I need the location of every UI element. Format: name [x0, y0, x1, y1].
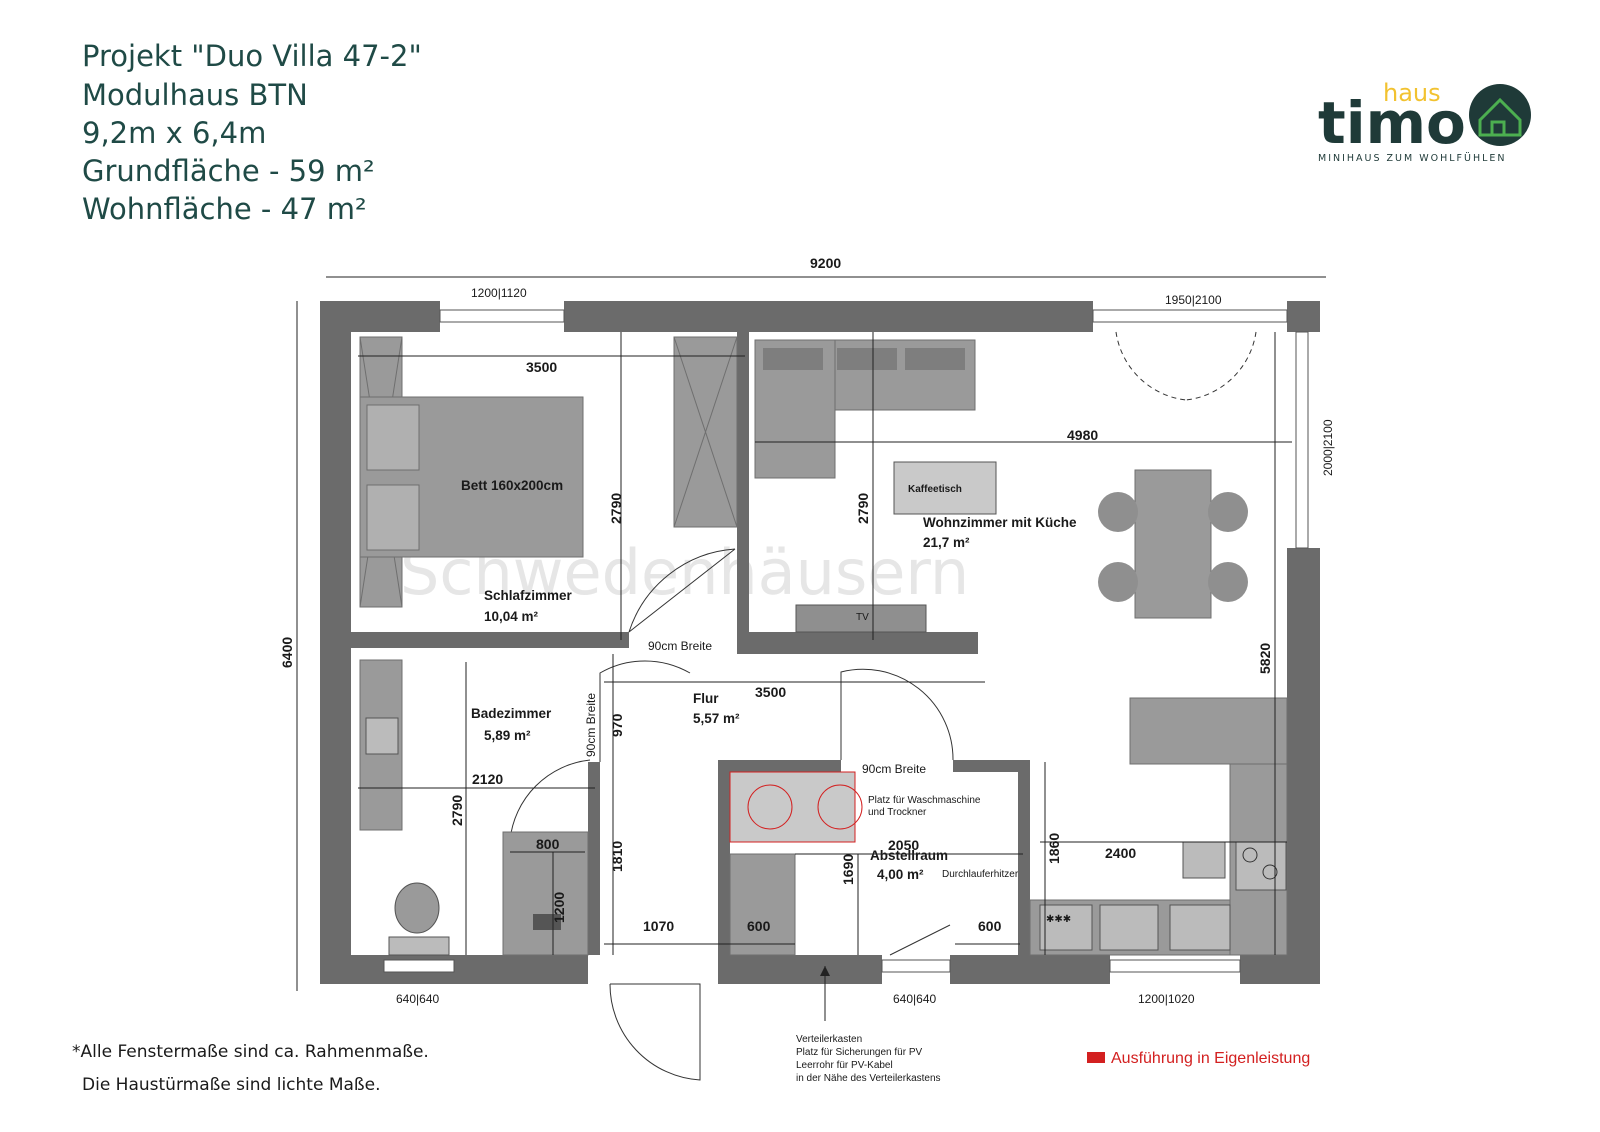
room-storage: Abstellraum — [870, 848, 948, 863]
room-storage-area: 4,00 m² — [877, 867, 924, 882]
dim-kitchen-width: 2400 — [1105, 845, 1136, 861]
dim-living-depth: 2790 — [855, 493, 871, 524]
toilet — [394, 882, 440, 934]
dim-kitchen-depth: 1860 — [1046, 833, 1062, 864]
washbasin — [365, 717, 399, 755]
distribution-line3: Leerrohr für PV-Kabel — [796, 1060, 893, 1071]
logo-tagline: MINIHAUS ZUM WOHLFÜHLEN — [1318, 153, 1507, 164]
dim-cabinet-width: 600 — [747, 918, 771, 934]
window-bedroom-label: 1200|1120 — [471, 286, 527, 300]
window-side-label: 2000|2100 — [1321, 419, 1335, 476]
project-size: 9,2m x 6,4m — [82, 116, 266, 150]
dim-storage-door: 600 — [978, 918, 1002, 934]
room-bedroom: Schlafzimmer — [484, 588, 573, 603]
dim-total-width: 9200 — [810, 255, 841, 271]
distribution-box: Verteilerkasten Platz für Sicherungen fü… — [796, 966, 941, 1084]
legend-swatch — [1087, 1052, 1105, 1063]
windows — [383, 309, 1309, 973]
logo-word-small: haus — [1383, 79, 1441, 107]
doors — [509, 331, 1257, 1081]
distribution-line2: Platz für Sicherungen für PV — [796, 1047, 923, 1058]
room-labels: Schlafzimmer 10,04 m² Wohnzimmer mit Küc… — [471, 515, 1077, 882]
dimension-lines — [296, 276, 1326, 991]
storage-shelf — [729, 853, 796, 956]
dim-living-width: 4980 — [1067, 427, 1098, 443]
room-living-area: 21,7 m² — [923, 535, 970, 550]
dim-shower-width: 800 — [536, 836, 560, 852]
coffee-table-label: Kaffeetisch — [908, 484, 962, 495]
dimension-labels: 9200 6400 3500 2790 4980 2790 5820 3500 … — [279, 255, 1273, 934]
dining-table — [1134, 469, 1212, 619]
bed-label: Bett 160x200cm — [461, 478, 563, 493]
window-labels: 1200|1120 1950|2100 2000|2100 640|640 64… — [396, 286, 1335, 1006]
coffee-table — [893, 461, 997, 515]
walls — [320, 301, 1320, 984]
boiler-label: Durchlauferhitzer — [942, 869, 1019, 880]
dim-bed-depth: 2790 — [608, 493, 624, 524]
shower-drain — [533, 914, 561, 930]
distribution-line4: in der Nähe des Verteilerkastens — [796, 1073, 941, 1084]
dim-hall-lower: 1810 — [609, 841, 625, 872]
dim-total-depth: 6400 — [279, 637, 295, 668]
legend: Ausführung in Eigenleistung — [1087, 1050, 1310, 1067]
dishwasher — [1099, 904, 1159, 951]
note-door: Die Haustürmaße sind lichte Maße. — [82, 1075, 381, 1095]
oven — [1182, 841, 1226, 879]
company-logo: timo haus MINIHAUS ZUM WOHLFÜHLEN — [1318, 79, 1531, 164]
window-bath-label: 640|640 — [396, 992, 439, 1006]
dim-right-depth: 5820 — [1257, 643, 1273, 674]
room-living: Wohnzimmer mit Küche — [923, 515, 1077, 530]
door-bath-label: 90cm Breite — [584, 693, 598, 757]
fridge-stars: ✱✱✱ — [1046, 914, 1071, 925]
cooktop — [1235, 841, 1287, 891]
dim-bed-width: 3500 — [526, 359, 557, 375]
dim-storage-width: 2050 — [888, 837, 919, 853]
tv-label: TV — [856, 612, 869, 623]
fridge — [1039, 904, 1093, 951]
logo-house-icon — [1469, 84, 1531, 146]
washer-label-1: Platz für Waschmaschine — [868, 795, 981, 806]
room-bath: Badezimmer — [471, 706, 552, 721]
dim-hall-depth: 970 — [609, 713, 625, 737]
distribution-line1: Verteilerkasten — [796, 1034, 862, 1045]
sink — [1169, 904, 1231, 951]
logo-word: timo — [1318, 89, 1466, 157]
dim-bath-depth: 2790 — [449, 795, 465, 826]
dim-hall-width: 3500 — [755, 684, 786, 700]
door-bedroom-label: 90cm Breite — [648, 639, 712, 653]
legend-label: Ausführung in Eigenleistung — [1111, 1050, 1310, 1067]
kitchen-counter-top — [1129, 697, 1288, 765]
dim-storage-depth: 1690 — [840, 854, 856, 885]
project-model: Modulhaus BTN — [82, 78, 308, 112]
door-storage-label: 90cm Breite — [862, 762, 926, 776]
dim-shower-depth: 1200 — [551, 892, 567, 923]
dim-bath-width: 2120 — [472, 771, 503, 787]
furniture: Bett 160x200cm Kaffeetisch TV ✱✱✱ — [359, 336, 1288, 956]
tv-unit — [795, 604, 927, 633]
window-storage-label: 640|640 — [893, 992, 936, 1006]
room-hall: Flur — [693, 691, 719, 706]
room-bath-area: 5,89 m² — [484, 728, 531, 743]
dim-entry-width: 1070 — [643, 918, 674, 934]
project-title: Projekt "Duo Villa 47-2" — [82, 39, 422, 73]
room-hall-area: 5,57 m² — [693, 711, 740, 726]
washer-label-2: und Trockner — [868, 807, 927, 818]
window-kitchen-label: 1200|1020 — [1138, 992, 1195, 1006]
project-gross-area: Grundfläche - 59 m² — [82, 154, 375, 188]
door-labels: 90cm Breite 90cm Breite 90cm Breite — [584, 639, 926, 776]
note-windows: *Alle Fenstermaße sind ca. Rahmenmaße. — [72, 1042, 429, 1062]
room-bedroom-area: 10,04 m² — [484, 609, 539, 624]
window-terrace-label: 1950|2100 — [1165, 293, 1222, 307]
project-header: Projekt "Duo Villa 47-2" Modulhaus BTN 9… — [82, 39, 422, 226]
project-living-area: Wohnfläche - 47 m² — [82, 192, 367, 226]
